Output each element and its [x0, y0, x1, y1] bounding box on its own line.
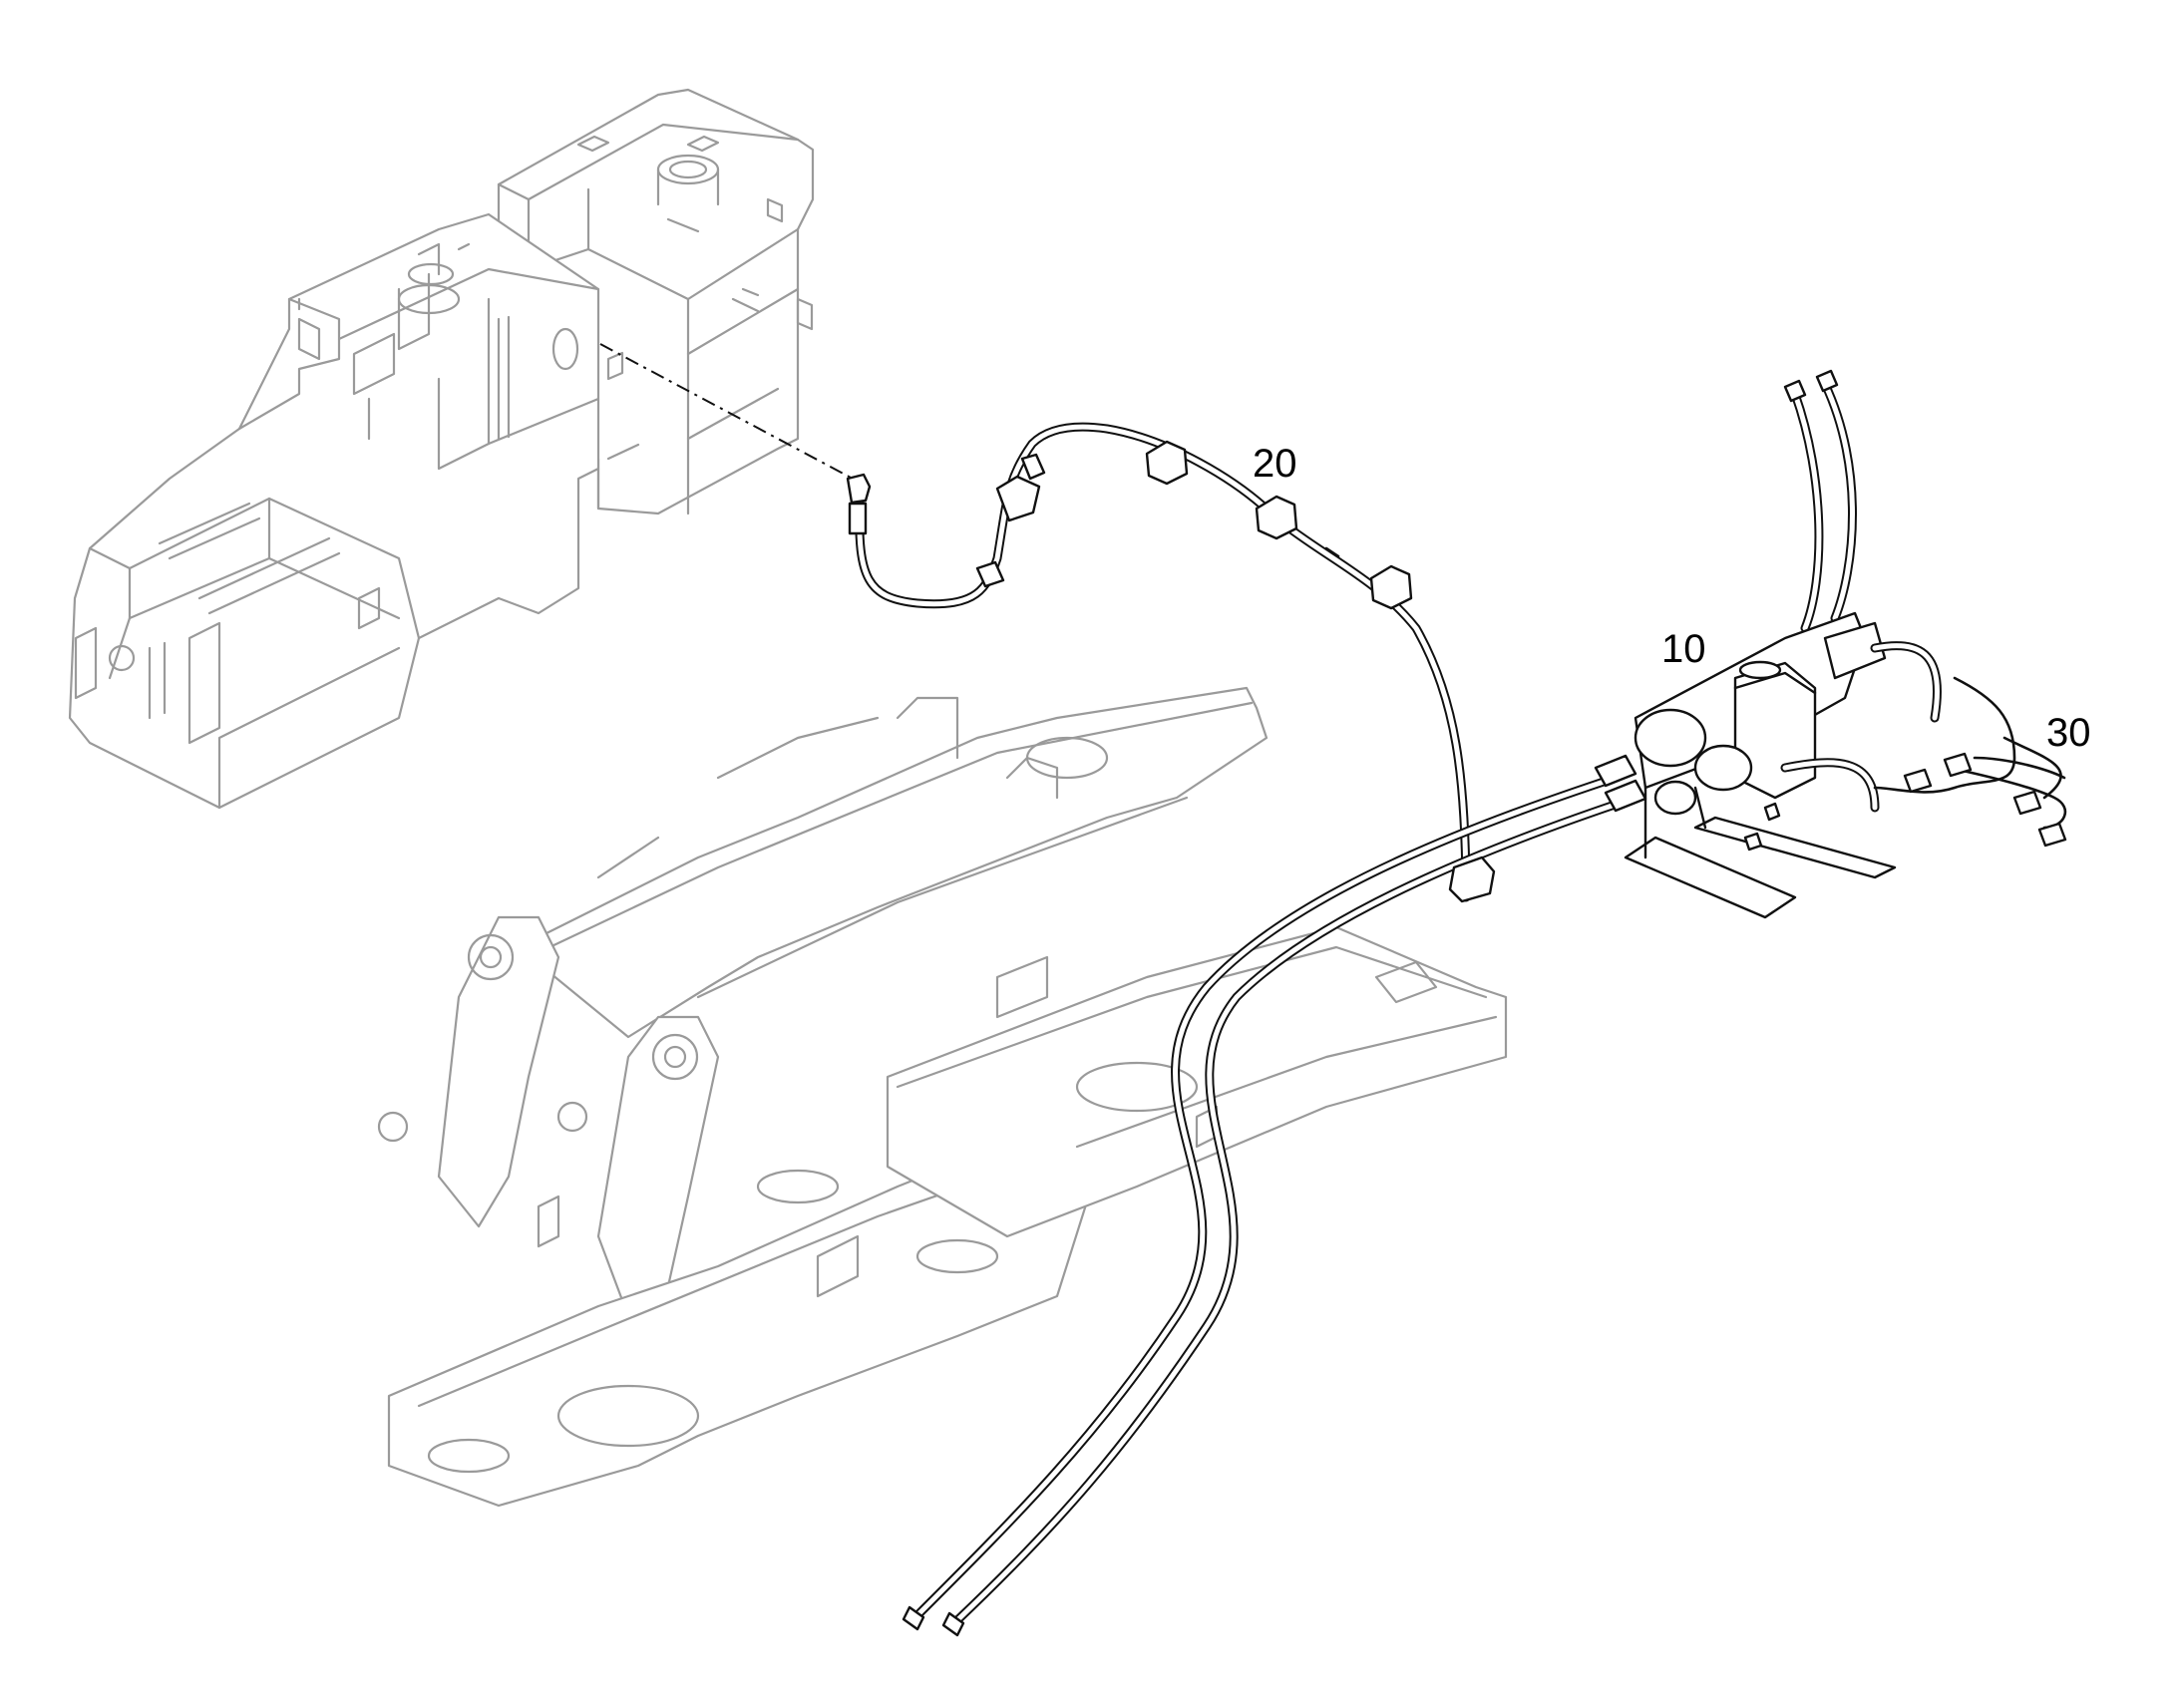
pump-unit-item-10 — [1594, 369, 1942, 919]
callout-10: 10 — [1661, 627, 1706, 671]
twin-hose-run — [902, 773, 1640, 1637]
tank-and-cab-base — [68, 88, 815, 810]
clamp-3 — [1369, 564, 1413, 610]
connector-3 — [2012, 790, 2042, 816]
wiring-harness-item-30 — [1873, 676, 2067, 848]
connector-4 — [2037, 822, 2067, 848]
connector-2 — [1943, 752, 1973, 778]
hose-assembly-item-20 — [846, 422, 1471, 902]
main-frame — [377, 686, 1508, 1508]
callout-20: 20 — [1253, 442, 1297, 486]
hose-clamp — [1448, 855, 1496, 903]
clamp-1 — [1145, 440, 1189, 486]
connector-1 — [1903, 768, 1933, 794]
leader-line — [599, 343, 854, 480]
callout-30: 30 — [2046, 711, 2091, 755]
clamp-2 — [1255, 495, 1298, 540]
